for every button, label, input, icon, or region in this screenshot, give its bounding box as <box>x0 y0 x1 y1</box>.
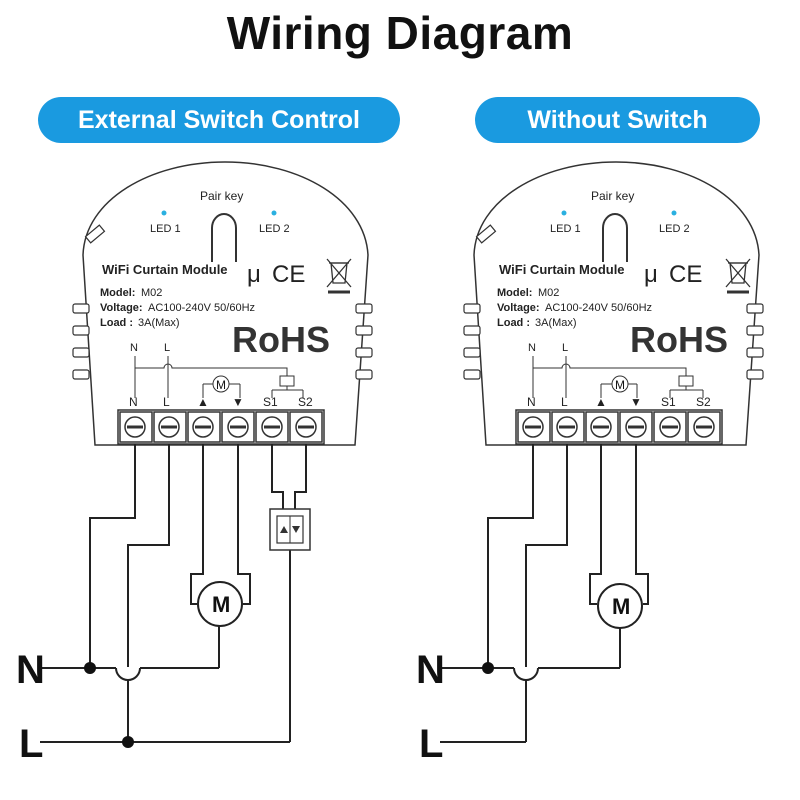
motor-label: M <box>212 592 230 617</box>
rohs-mark: RoHS <box>232 319 330 360</box>
terminal-label-up: ▲ <box>197 395 209 409</box>
motor-icon <box>597 583 643 629</box>
motor-icon <box>197 581 243 627</box>
heading-external-switch-control: External Switch Control <box>38 97 400 143</box>
junction-n <box>482 662 494 674</box>
terminal-label-s2: S2 <box>696 395 711 409</box>
model-value: M02 <box>141 287 162 299</box>
terminal-label-s2: S2 <box>298 395 313 409</box>
internal-motor-m: M <box>615 378 625 392</box>
junction-l <box>122 736 134 748</box>
antenna-notch <box>475 224 497 244</box>
model-label: Model: <box>100 287 135 299</box>
module-body <box>82 161 369 446</box>
panel-left: Pair key LED 1 LED 2 WiFi Curtain Module… <box>16 161 373 766</box>
external-wiring <box>440 444 649 743</box>
pair-key-label: Pair key <box>200 189 243 203</box>
terminal-label-n: N <box>129 395 138 409</box>
led2-label: LED 2 <box>659 223 690 235</box>
cert-ce: CE <box>669 261 702 288</box>
line-n-label: N <box>416 648 445 692</box>
model-label: Model: <box>497 287 532 299</box>
load-value: 3A(Max) <box>535 317 577 329</box>
terminal-label-s1: S1 <box>263 395 278 409</box>
weee-bin-icon <box>725 258 751 294</box>
terminal-labels: N L ▲ ▼ S1 S2 <box>129 395 313 409</box>
terminal-label-s1: S1 <box>661 395 676 409</box>
line-l-label: L <box>19 722 43 766</box>
side-clips <box>463 303 764 380</box>
internal-schematic <box>532 356 704 398</box>
terminal-labels: N L ▲ ▼ S1 S2 <box>527 395 711 409</box>
led2-indicator <box>271 210 277 216</box>
led1-label: LED 1 <box>550 223 581 235</box>
line-l-label: L <box>419 722 443 766</box>
side-clips <box>72 303 373 380</box>
antenna-notch <box>84 224 106 244</box>
terminal-label-n: N <box>527 395 536 409</box>
junction-n <box>84 662 96 674</box>
load-label: Load : <box>497 317 530 329</box>
heading-without-switch: Without Switch <box>475 97 760 143</box>
terminal-screws <box>119 411 323 443</box>
panel-right: Pair key LED 1 LED 2 WiFi Curtain Module… <box>416 161 764 766</box>
line-n-label: N <box>16 648 45 692</box>
led2-label: LED 2 <box>259 223 290 235</box>
led1-indicator <box>161 210 167 216</box>
terminal-label-down: ▼ <box>630 395 642 409</box>
load-value: 3A(Max) <box>138 317 180 329</box>
rohs-mark: RoHS <box>630 319 728 360</box>
diagram-title: Wiring Diagram <box>226 7 574 59</box>
load-label: Load : <box>100 317 133 329</box>
module-name: WiFi Curtain Module <box>102 262 228 277</box>
terminal-screws <box>517 411 721 443</box>
wall-switch-icon <box>269 508 311 551</box>
internal-n-label: N <box>528 342 536 354</box>
terminal-label-up: ▲ <box>595 395 607 409</box>
cert-mu: μ <box>644 261 658 288</box>
model-value: M02 <box>538 287 559 299</box>
terminal-label-l: L <box>163 395 170 409</box>
module-body <box>473 161 760 446</box>
led1-indicator <box>561 210 567 216</box>
pair-key-icon <box>211 213 237 262</box>
voltage-value: AC100-240V 50/60Hz <box>148 302 255 314</box>
external-wiring <box>40 444 307 743</box>
led1-label: LED 1 <box>150 223 181 235</box>
internal-schematic <box>134 356 304 398</box>
voltage-value: AC100-240V 50/60Hz <box>545 302 652 314</box>
motor-label: M <box>612 594 630 619</box>
voltage-label: Voltage: <box>100 302 143 314</box>
led2-indicator <box>671 210 677 216</box>
module-name: WiFi Curtain Module <box>499 262 625 277</box>
internal-motor-m: M <box>216 378 226 392</box>
pair-key-label: Pair key <box>591 189 634 203</box>
voltage-label: Voltage: <box>497 302 540 314</box>
terminal-label-l: L <box>561 395 568 409</box>
pair-key-icon <box>602 213 628 262</box>
cert-mu: μ <box>247 261 261 288</box>
weee-bin-icon <box>326 258 352 294</box>
terminal-label-down: ▼ <box>232 395 244 409</box>
cert-ce: CE <box>272 261 305 288</box>
internal-n-label: N <box>130 342 138 354</box>
internal-l-label: L <box>562 342 568 354</box>
internal-l-label: L <box>164 342 170 354</box>
